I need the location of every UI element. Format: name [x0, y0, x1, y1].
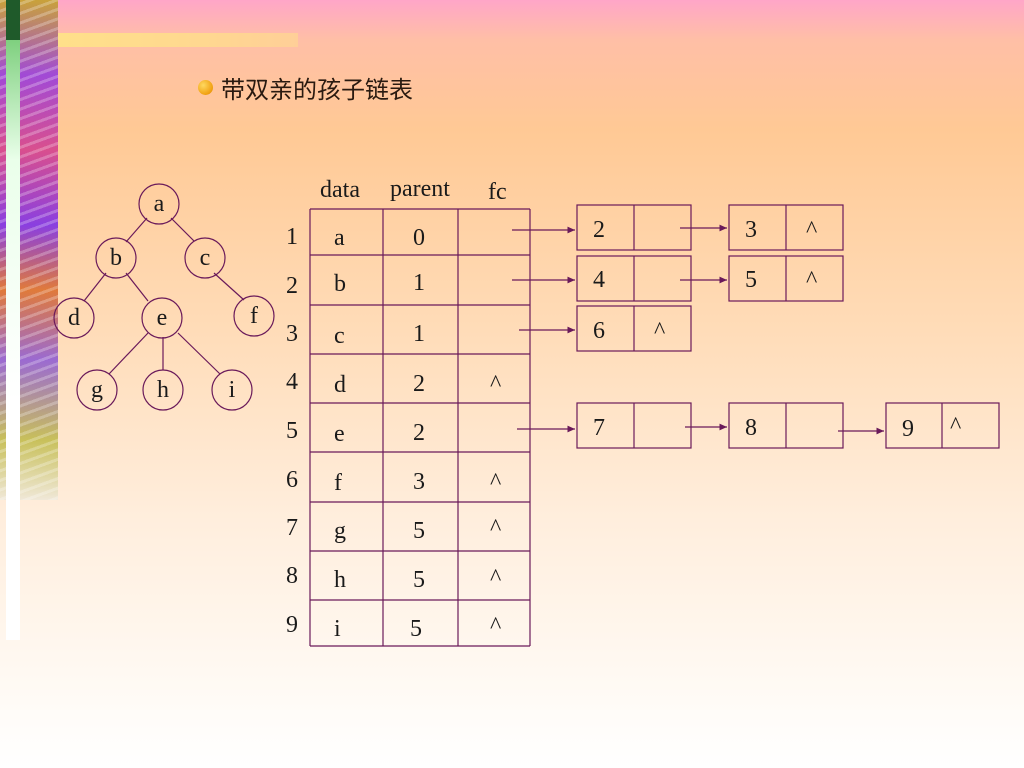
row-index: 5 [286, 418, 298, 444]
node-next: ^ [950, 413, 961, 439]
row-index: 3 [286, 321, 298, 347]
tree-node-g: g [76, 369, 118, 411]
svg-text:a: a [154, 191, 165, 217]
cell-fc: ^ [490, 613, 501, 639]
svg-text:h: h [157, 377, 169, 403]
tree-node-e: e [141, 297, 183, 339]
node-child: 9 [902, 416, 914, 442]
node-next: ^ [654, 318, 665, 344]
tree-node-i: i [211, 369, 253, 411]
cell-parent: 1 [413, 270, 425, 296]
tree-node-f: f [233, 295, 275, 337]
bullet-icon [198, 80, 213, 95]
node-child: 6 [593, 318, 605, 344]
header-data: data [320, 177, 360, 203]
node-child: 8 [745, 415, 757, 441]
node-child: 4 [593, 267, 605, 293]
cell-parent: 3 [413, 469, 425, 495]
cell-data: g [334, 518, 346, 544]
list-node: 2 [576, 204, 692, 251]
cell-data: d [334, 372, 346, 398]
decorative-vertical-bar [6, 40, 20, 640]
cell-parent: 2 [413, 371, 425, 397]
table-grid [309, 208, 531, 647]
cell-parent: 0 [413, 225, 425, 251]
node-child: 5 [745, 267, 757, 293]
row-index: 1 [286, 224, 298, 250]
svg-text:b: b [110, 245, 122, 271]
node-next: ^ [806, 267, 817, 293]
header-fc: fc [488, 179, 507, 205]
cell-parent: 5 [413, 518, 425, 544]
table-row: 7 g 5 ^ [286, 515, 501, 544]
cell-parent: 5 [410, 616, 422, 642]
row-index: 9 [286, 612, 298, 638]
cell-data: c [334, 323, 345, 349]
svg-text:i: i [229, 377, 236, 403]
row-index: 7 [286, 515, 298, 541]
child-list-row5: 7 8 9 ^ [517, 402, 1000, 449]
list-node: 7 [576, 402, 692, 449]
table-row: 5 e 2 [286, 418, 425, 447]
tree-node-d: d [53, 297, 95, 339]
table-row: 9 i 5 ^ [286, 612, 501, 642]
cell-data: i [334, 616, 341, 642]
node-child: 7 [593, 415, 605, 441]
slide-title: 带双亲的孩子链表 [221, 76, 413, 104]
row-index: 2 [286, 273, 298, 299]
cell-fc: ^ [490, 515, 501, 541]
tree-node-c: c [184, 237, 226, 279]
svg-text:e: e [157, 305, 168, 331]
row-index: 8 [286, 563, 298, 589]
child-list-row2: 4 5 ^ [512, 255, 844, 302]
node-child: 2 [593, 217, 605, 243]
table-row: 4 d 2 ^ [286, 369, 501, 398]
svg-text:d: d [68, 305, 80, 331]
table-row: 3 c 1 [286, 321, 425, 349]
cell-data: e [334, 421, 345, 447]
decorative-dark-block [6, 0, 20, 40]
list-node: 8 [728, 402, 844, 449]
svg-text:g: g [91, 377, 103, 403]
cell-parent: 1 [413, 321, 425, 347]
cell-data: a [334, 225, 345, 251]
header-parent: parent [390, 176, 450, 202]
slide-heading: 带双亲的孩子链表 [198, 70, 413, 105]
cell-data: h [334, 567, 346, 593]
tree-node-b: b [95, 237, 137, 279]
list-node: 3 ^ [728, 204, 844, 251]
node-child: 3 [745, 217, 757, 243]
tree-edges [83, 217, 245, 375]
cell-data: b [334, 271, 346, 297]
row-index: 4 [286, 369, 298, 395]
child-list-row1: 2 3 ^ [512, 204, 844, 251]
cell-parent: 2 [413, 420, 425, 446]
decorative-horizontal-bar [58, 33, 298, 47]
table-row: 6 f 3 ^ [286, 467, 501, 496]
svg-text:c: c [200, 245, 211, 271]
table-row: 8 h 5 ^ [286, 563, 501, 593]
svg-text:f: f [250, 303, 258, 329]
cell-fc: ^ [490, 565, 501, 591]
list-node: 6 ^ [576, 305, 692, 352]
cell-fc: ^ [490, 371, 501, 397]
tree-diagram: a b c d e f g h [53, 183, 275, 411]
node-next: ^ [806, 217, 817, 243]
row-index: 6 [286, 467, 298, 493]
cell-fc: ^ [490, 469, 501, 495]
table-row: 1 a 0 [286, 224, 425, 251]
list-node: 5 ^ [728, 255, 844, 302]
tree-node-a: a [138, 183, 180, 225]
list-node: 9 ^ [885, 402, 1000, 449]
cell-data: f [334, 470, 342, 496]
tree-node-h: h [142, 369, 184, 411]
child-list-row3: 6 ^ [519, 305, 692, 352]
cell-parent: 5 [413, 567, 425, 593]
list-node: 4 [576, 255, 692, 302]
table-row: 2 b 1 [286, 270, 425, 299]
